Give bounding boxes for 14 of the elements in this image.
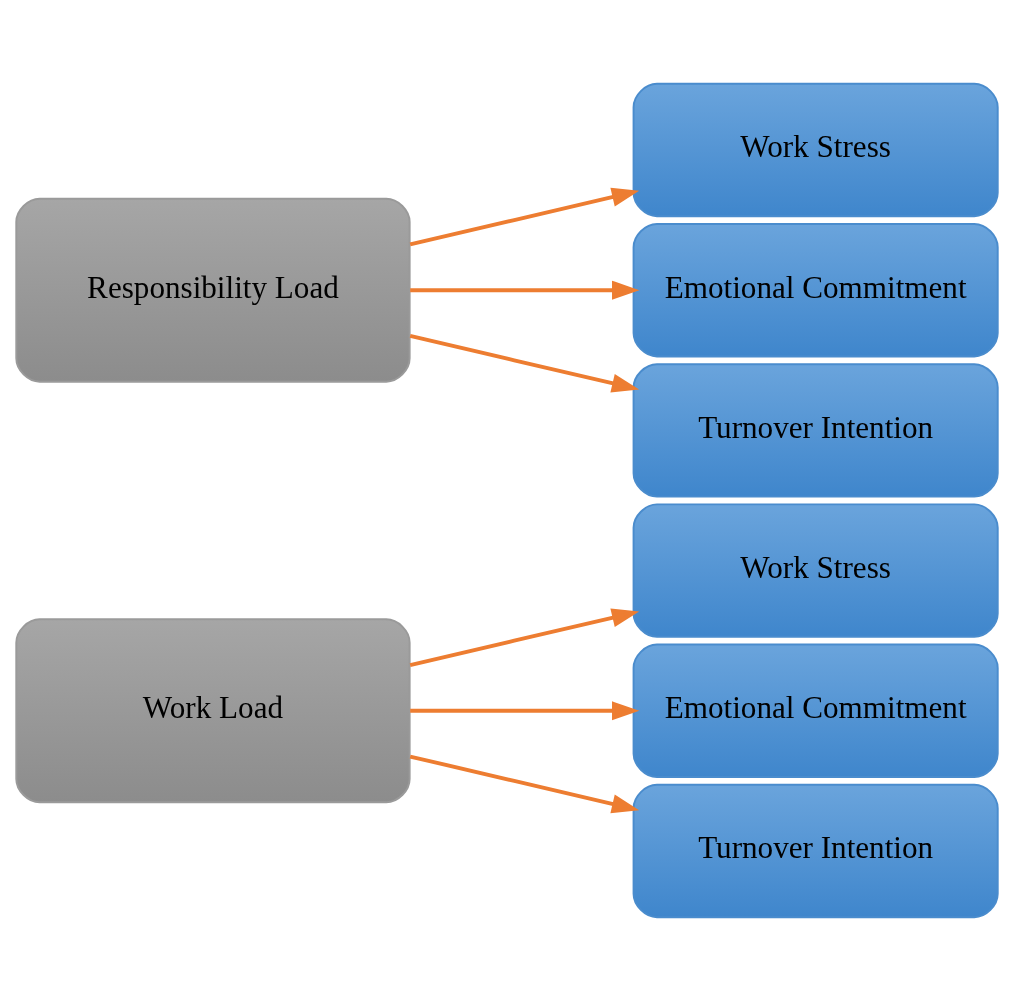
node-box: Emotional Commitment — [632, 222, 999, 357]
arrow — [409, 333, 640, 393]
arrow — [410, 700, 640, 720]
node-box: Emotional Commitment — [632, 643, 999, 778]
node-box: Responsibility Load — [15, 197, 411, 383]
node-box: Turnover Intention — [632, 783, 999, 918]
node-box: Work Load — [15, 617, 411, 803]
node-box: Work Stress — [632, 502, 999, 638]
arrow — [410, 280, 640, 300]
node-box: Work Stress — [632, 82, 999, 217]
node-box: Turnover Intention — [632, 362, 999, 498]
arrow — [409, 754, 640, 813]
arrow — [409, 187, 640, 246]
arrow — [409, 607, 640, 667]
